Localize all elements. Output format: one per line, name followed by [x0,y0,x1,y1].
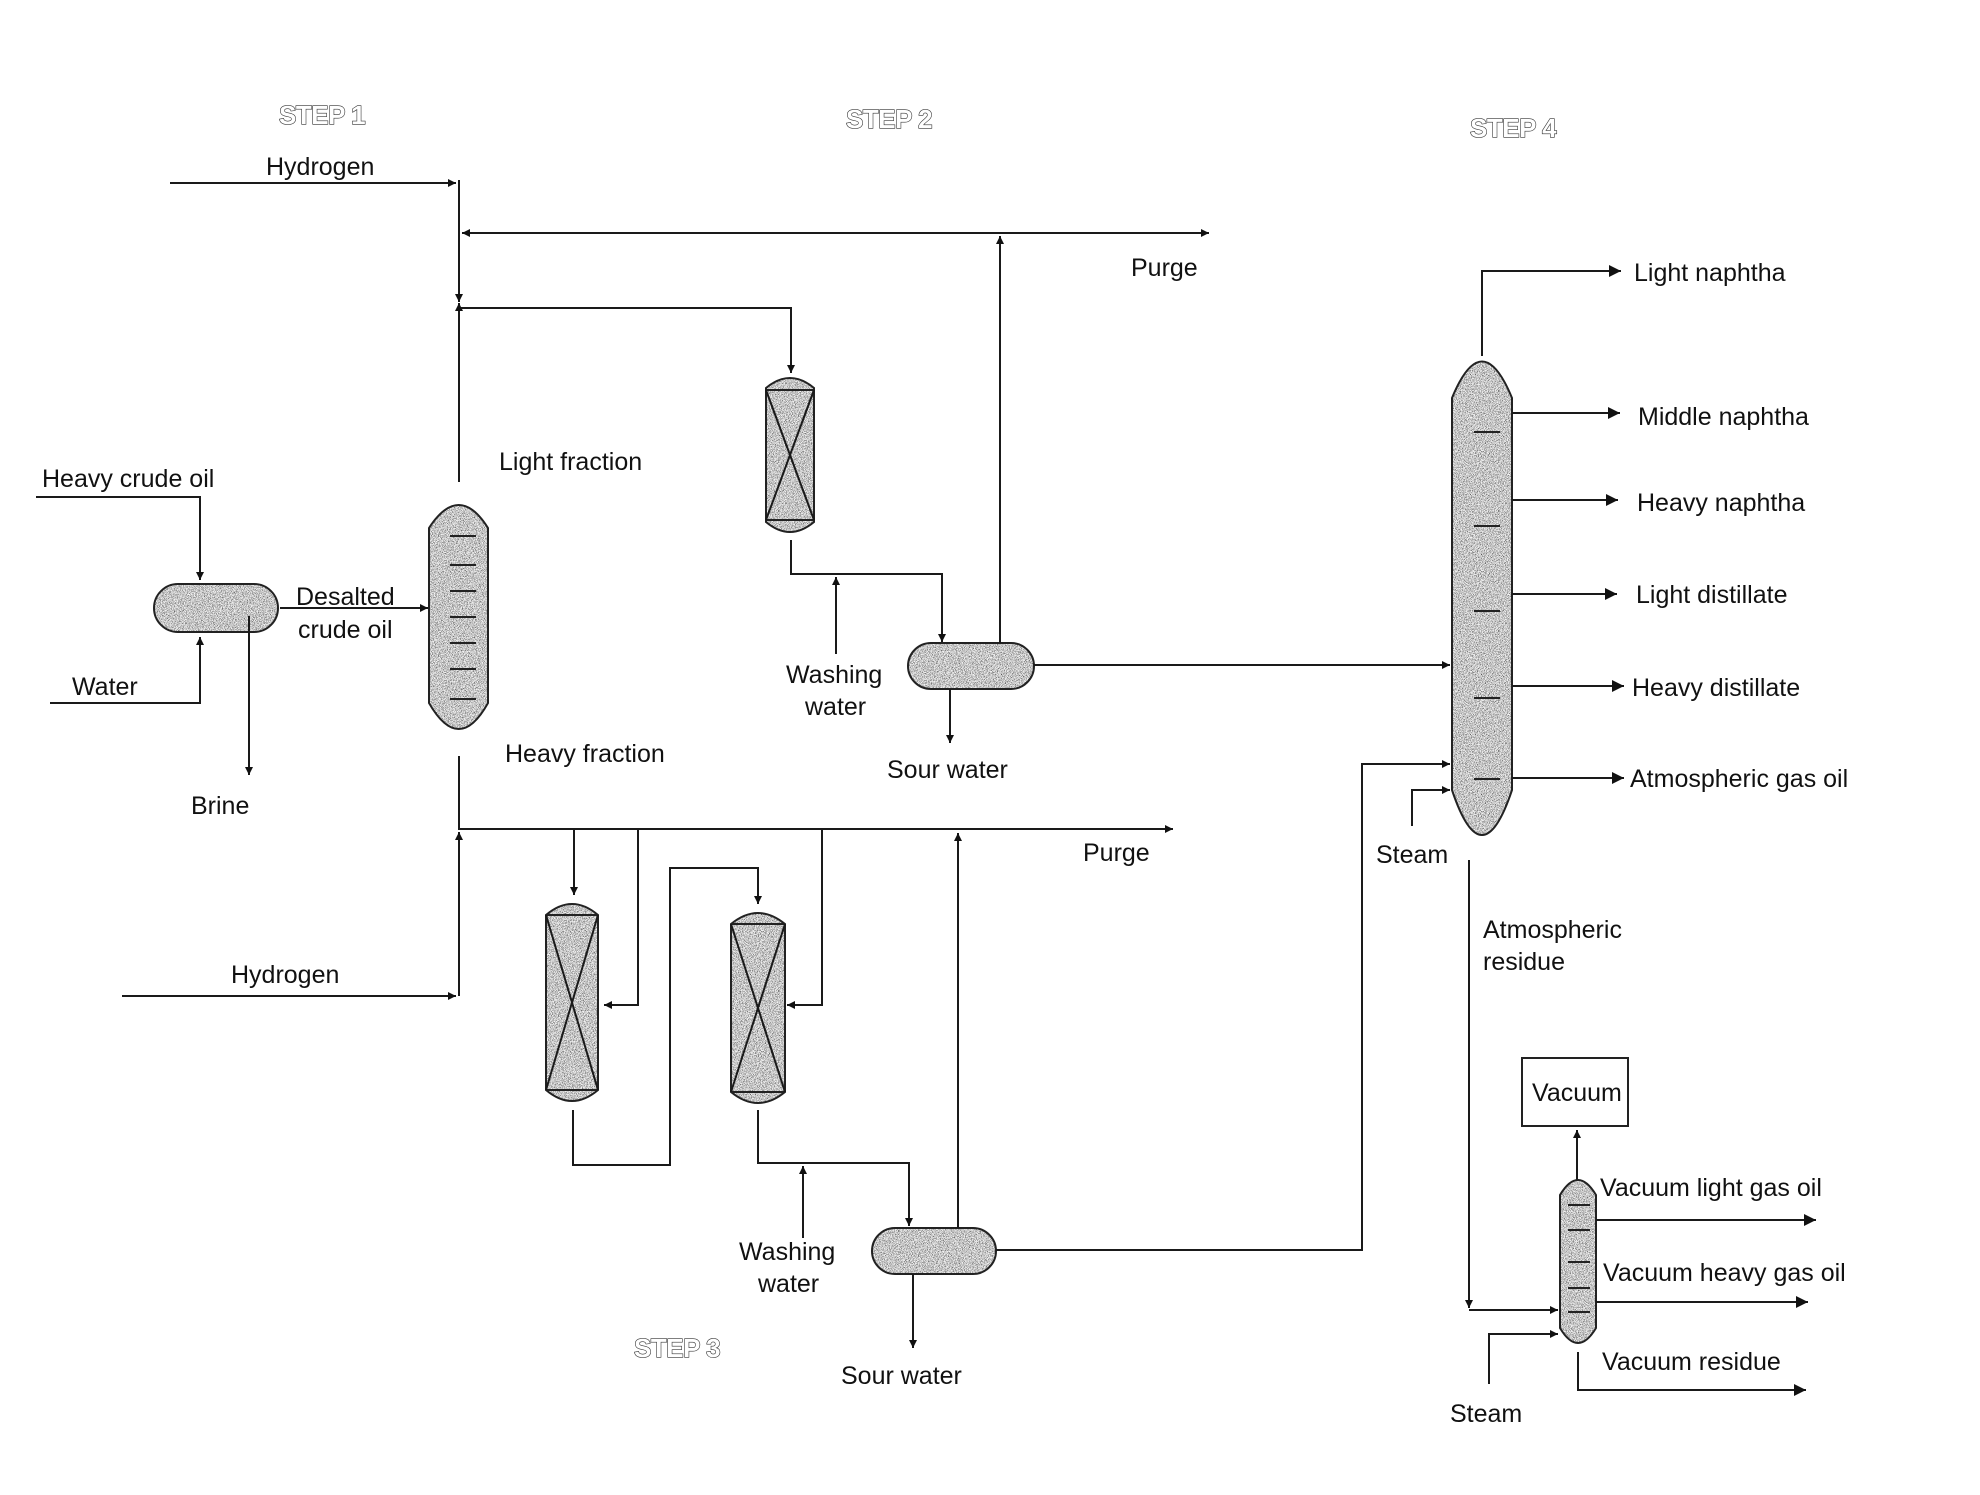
desalted-label-2: crude oil [298,616,393,644]
reactor-3a-quench-line [604,829,638,1005]
vacuum-heavy-gas-oil-label: Vacuum heavy gas oil [1603,1259,1846,1287]
atmospheric-gas-oil-label: Atmospheric gas oil [1630,765,1848,793]
purge-top-label: Purge [1131,254,1198,282]
light-naphtha-line [1482,271,1621,356]
prefractionator-column [429,505,488,729]
atmospheric-column [1452,362,1512,836]
brine-label: Brine [191,792,249,820]
heavy-crude-oil-line [36,497,200,580]
step3-product-to-atm-column [996,764,1450,1250]
purge-bottom-label: Purge [1083,839,1150,867]
heavy-fraction-label: Heavy fraction [505,740,665,768]
step2-reactor-feed-line [461,308,791,373]
step-3-label: STEP 3 [634,1333,720,1363]
light-fraction-label: Light fraction [499,448,642,476]
vacuum-residue-label: Vacuum residue [1602,1348,1781,1376]
vacuum-column [1560,1180,1596,1343]
step3-reactor-b [731,913,785,1103]
washing-water-3-label-2: water [757,1270,819,1298]
reactor-3b-quench-line [787,829,822,1005]
steam-vac-label: Steam [1450,1400,1522,1428]
washing-water-3-label-1: Washing [739,1238,835,1266]
atm-residue-label-1: Atmospheric [1483,916,1622,944]
step2-separator [908,643,1034,689]
vacuum-light-gas-oil-label: Vacuum light gas oil [1600,1174,1822,1202]
steam-vac-line [1489,1334,1558,1384]
hydrogen-bottom-label: Hydrogen [231,961,339,989]
reactor-3b-outlet-line [758,1110,909,1226]
desalted-label-1: Desalted [296,583,395,611]
water-label: Water [72,673,138,701]
step-2-label: STEP 2 [846,104,932,134]
steam-atm-line [1412,790,1450,826]
step3-separator [872,1228,996,1274]
sour-water-3-label: Sour water [841,1362,962,1390]
washing-water-2-label-1: Washing [786,661,882,689]
light-distillate-label: Light distillate [1636,581,1787,609]
sour-water-2-label: Sour water [887,756,1008,784]
washing-water-2-label-2: water [804,693,866,721]
light-naphtha-label: Light naphtha [1634,259,1786,287]
heavy-distillate-label: Heavy distillate [1632,674,1800,702]
hydrogen-top-label: Hydrogen [266,153,374,181]
vacuum-label: Vacuum [1532,1079,1622,1107]
step2-reactor-outlet-line [791,540,942,642]
step2-reactor [766,378,814,532]
desalter-vessel [154,584,278,632]
heavy-naphtha-label: Heavy naphtha [1637,489,1805,517]
heavy-crude-oil-label: Heavy crude oil [42,465,214,493]
step-4-label: STEP 4 [1470,113,1557,143]
atm-residue-label-2: residue [1483,948,1565,976]
step-1-label: STEP 1 [279,100,365,130]
steam-atm-label: Steam [1376,841,1448,869]
step3-reactor-a [546,904,598,1101]
middle-naphtha-label: Middle naphtha [1638,403,1809,431]
